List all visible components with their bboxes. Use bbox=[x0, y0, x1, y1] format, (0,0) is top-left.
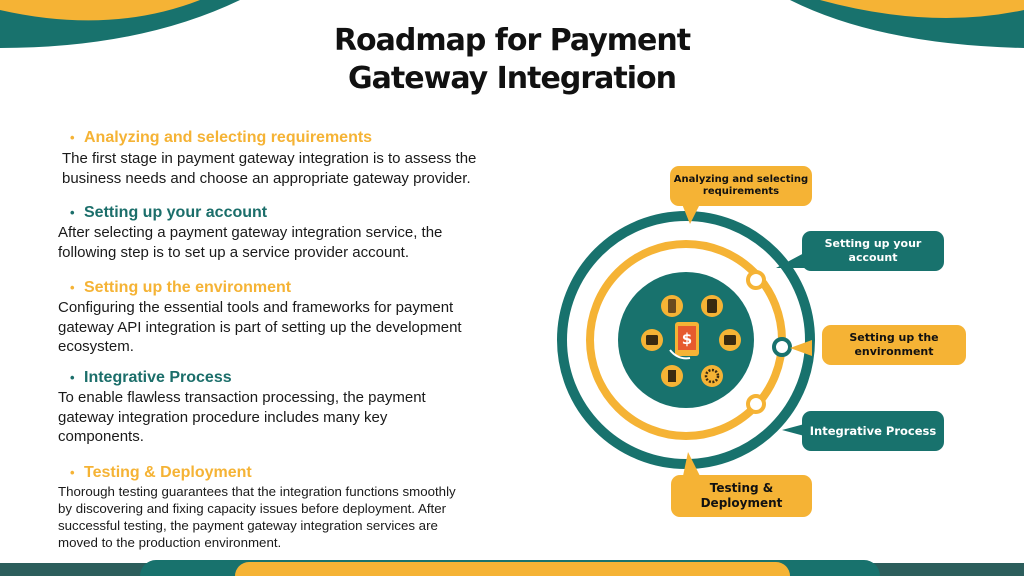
callout-line: Setting up your bbox=[824, 237, 922, 250]
callout-line: Setting up the bbox=[849, 331, 939, 344]
body-line: successful testing, the payment gateway … bbox=[58, 518, 438, 533]
body-line: moved to the production environment. bbox=[58, 535, 282, 550]
pointer-testing bbox=[683, 452, 700, 476]
right-corner-swoosh-teal bbox=[790, 0, 1024, 48]
card-reader-icon bbox=[719, 329, 741, 351]
left-corner-swoosh-teal bbox=[0, 0, 240, 48]
title-line-2: Gateway Integration bbox=[348, 61, 677, 96]
callout-testing: Testing & Deployment bbox=[671, 475, 812, 517]
title-line-1: Roadmap for Payment bbox=[333, 23, 691, 58]
section-body-environment: Configuring the essential tools and fram… bbox=[58, 298, 462, 357]
section-body-testing: Thorough testing guarantees that the int… bbox=[58, 483, 456, 551]
header-decoration bbox=[0, 0, 1024, 48]
body-line: business needs and choose an appropriate… bbox=[62, 169, 471, 187]
ring-node-integrative bbox=[746, 394, 766, 414]
body-line: components. bbox=[58, 428, 144, 445]
body-line: ecosystem. bbox=[58, 338, 134, 355]
page-title: Roadmap for Payment Gateway Integration bbox=[0, 22, 1024, 98]
body-line: gateway integration procedure includes m… bbox=[58, 408, 388, 426]
heading-text: Setting up your account bbox=[84, 204, 268, 221]
section-body-requirements: The first stage in payment gateway integ… bbox=[62, 149, 476, 188]
callout-line: Deployment bbox=[700, 496, 783, 510]
section-heading-account: • Setting up your account bbox=[70, 203, 267, 223]
bullet: • bbox=[70, 205, 75, 220]
callout-line: requirements bbox=[702, 186, 780, 197]
wallet-icon bbox=[641, 329, 663, 351]
bullet: • bbox=[70, 465, 75, 480]
callout-line: Analyzing and selecting bbox=[673, 174, 809, 185]
bullet: • bbox=[70, 280, 75, 295]
body-line: To enable flawless transaction processin… bbox=[58, 389, 426, 406]
settings-gear-icon bbox=[701, 365, 723, 387]
section-heading-requirements: • Analyzing and selecting requirements bbox=[70, 128, 372, 148]
callout-line: account bbox=[848, 251, 898, 264]
body-line: following step is to set up a service pr… bbox=[58, 243, 410, 261]
roadmap-diagram: $ bbox=[557, 204, 815, 476]
pointer-account bbox=[776, 252, 806, 268]
callout-line: Integrative Process bbox=[809, 424, 937, 438]
body-line: gateway API integration is part of setti… bbox=[58, 318, 462, 336]
heading-text: Integrative Process bbox=[84, 369, 232, 386]
body-line: Configuring the essential tools and fram… bbox=[58, 299, 454, 316]
ring-node-environment bbox=[772, 337, 792, 357]
section-heading-testing: • Testing & Deployment bbox=[70, 463, 252, 483]
callout-requirements: Analyzing and selecting requirements bbox=[670, 166, 812, 206]
section-heading-environment: • Setting up the environment bbox=[70, 278, 291, 298]
bullet: • bbox=[70, 370, 75, 385]
tablet-icon bbox=[701, 295, 723, 317]
callout-environment: Setting up the environment bbox=[822, 325, 966, 365]
body-line: The first stage in payment gateway integ… bbox=[62, 150, 477, 167]
ring-node-account bbox=[746, 270, 766, 290]
heading-text: Testing & Deployment bbox=[84, 464, 252, 481]
heading-text: Setting up the environment bbox=[84, 279, 292, 296]
heading-text: Analyzing and selecting requirements bbox=[84, 129, 373, 146]
dollar-phone-icon: $ bbox=[669, 322, 699, 360]
receipt-icon bbox=[661, 365, 683, 387]
callout-line: environment bbox=[854, 345, 934, 358]
body-line: Thorough testing guarantees that the int… bbox=[58, 484, 456, 499]
callout-integrative: Integrative Process bbox=[802, 411, 944, 451]
callout-line: Testing & bbox=[709, 481, 774, 495]
callout-account: Setting up your account bbox=[802, 231, 944, 271]
pointer-environment bbox=[790, 340, 812, 356]
footer-orange-band bbox=[235, 562, 790, 576]
section-body-account: After selecting a payment gateway integr… bbox=[58, 223, 442, 262]
section-heading-integrative: • Integrative Process bbox=[70, 368, 232, 388]
body-line: After selecting a payment gateway integr… bbox=[58, 224, 443, 241]
mobile-icon bbox=[661, 295, 683, 317]
pointer-requirements bbox=[682, 204, 700, 224]
section-body-integrative: To enable flawless transaction processin… bbox=[58, 388, 426, 447]
bullet: • bbox=[70, 130, 75, 145]
body-line: by discovering and fixing capacity issue… bbox=[58, 501, 447, 516]
svg-text:$: $ bbox=[682, 330, 692, 348]
